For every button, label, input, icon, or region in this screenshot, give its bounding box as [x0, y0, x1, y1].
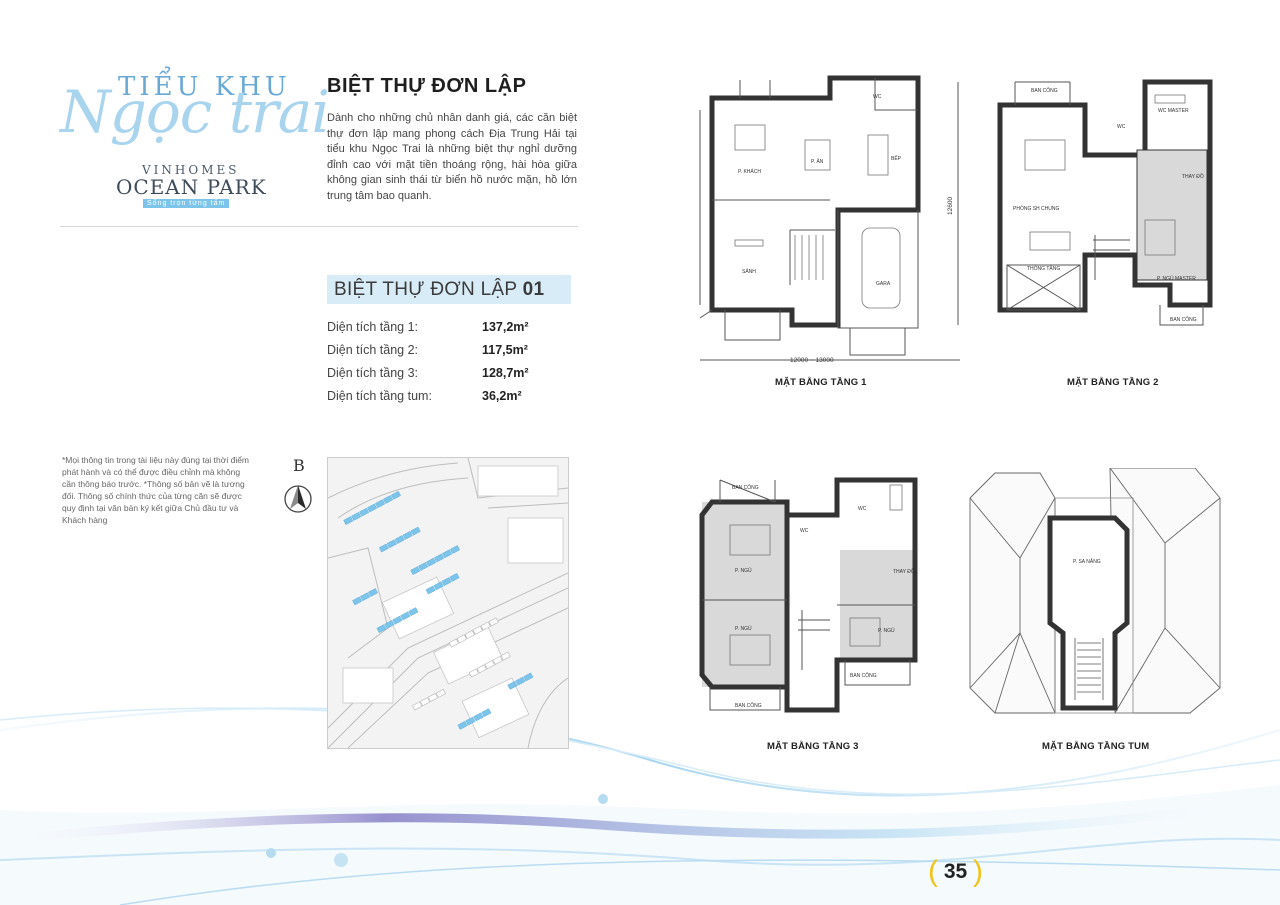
page-title: BIỆT THỰ ĐƠN LẬP [327, 75, 527, 97]
disclaimer-note: *Mọi thông tin trong tài liệu này đúng t… [62, 455, 250, 525]
model-badge: BIỆT THỰ ĐƠN LẬP 01 [327, 275, 571, 304]
logo-ocean-park: OCEAN PARK [116, 175, 267, 199]
area-label: Diện tích tầng 2: [327, 343, 419, 357]
svg-text:P. NGỦ: P. NGỦ [735, 625, 752, 632]
plan-caption-3: MẶT BẰNG TẦNG 3 [767, 741, 859, 752]
svg-text:THAY ĐỒ: THAY ĐỒ [893, 568, 915, 575]
bracket-right: ) [973, 855, 984, 888]
compass-north-letter: B [293, 456, 305, 475]
dim-width: 12000 ~ 13000 [790, 357, 834, 364]
area-value: 128,7m² [482, 366, 529, 380]
area-value: 117,5m² [482, 343, 528, 357]
svg-text:BAN CÔNG: BAN CÔNG [732, 484, 759, 491]
svg-text:WC: WC [858, 506, 867, 512]
svg-text:WC: WC [800, 528, 809, 534]
svg-text:GARA: GARA [876, 281, 891, 287]
intro-paragraph: Dành cho những chủ nhân danh giá, các că… [327, 112, 577, 202]
logo-vinhomes: VINHOMES [142, 163, 240, 177]
svg-text:P. NGỦ MASTER: P. NGỦ MASTER [1157, 275, 1196, 282]
site-map [327, 457, 569, 749]
svg-text:P. NGỦ: P. NGỦ [735, 567, 752, 574]
decorative-waves [0, 707, 1280, 905]
svg-text:BẾP: BẾP [891, 155, 902, 162]
svg-text:THÔNG TẦNG: THÔNG TẦNG [1027, 265, 1060, 272]
floor-plan-3: BAN CÔNG WC WC P. NGỦ THAY ĐỒ P. NGỦ P. … [699, 477, 918, 713]
svg-text:P. NGỦ: P. NGỦ [878, 627, 895, 634]
svg-text:P. KHÁCH: P. KHÁCH [738, 168, 761, 175]
svg-text:WC MASTER: WC MASTER [1158, 108, 1189, 114]
dim-height: 12600 [947, 197, 954, 215]
divider [60, 226, 578, 227]
svg-text:BAN CÔNG: BAN CÔNG [850, 672, 877, 679]
floor-plan-1: WC P. KHÁCH P. ĂN BẾP SẢNH GARA 12000 ~ … [699, 75, 960, 364]
logo-tieu-khu: TIỂU KHU [118, 72, 291, 102]
model-prefix: BIỆT THỰ ĐƠN LẬP [334, 279, 518, 300]
site-map-drawing [328, 458, 568, 748]
bracket-left: ( [928, 855, 938, 888]
svg-text:SẢNH: SẢNH [742, 268, 756, 275]
area-label: Diện tích tầng 1: [327, 320, 419, 334]
logo-slogan: Sống trọn từng tấm [143, 199, 230, 208]
svg-text:BAN CÔNG: BAN CÔNG [735, 702, 762, 709]
svg-text:WC: WC [873, 94, 882, 100]
model-number: 01 [522, 279, 545, 300]
plan-caption-2: MẶT BẰNG TẦNG 2 [1067, 377, 1159, 388]
svg-text:PHÒNG SH CHUNG: PHÒNG SH CHUNG [1013, 205, 1060, 212]
area-value: 36,2m² [482, 389, 522, 403]
area-label: Diện tích tầng 3: [327, 366, 419, 380]
plan-caption-tum: MẶT BẰNG TẦNG TUM [1042, 741, 1150, 752]
page-number-value: 35 [943, 860, 968, 883]
svg-text:THAY ĐỒ: THAY ĐỒ [1182, 173, 1204, 180]
area-label: Diện tích tầng tum: [327, 389, 432, 403]
floor-plan-2: BAN CÔNG WC MASTER WC PHÒNG SH CHUNG THA… [997, 79, 1213, 326]
svg-text:BAN CÔNG: BAN CÔNG [1170, 316, 1197, 323]
page-number: ( 35 ) [928, 852, 984, 888]
svg-text:BAN CÔNG: BAN CÔNG [1031, 87, 1058, 94]
compass-arrow-icon [284, 485, 312, 513]
logo-ngoc-trai: Ngọc trai [60, 78, 330, 146]
svg-text:WC: WC [1117, 124, 1126, 130]
plan-caption-1: MẶT BẰNG TẦNG 1 [775, 377, 867, 388]
svg-text:P. SA NĂNG: P. SA NĂNG [1073, 558, 1101, 565]
area-value: 137,2m² [482, 320, 529, 334]
floor-plan-tum: P. SA NĂNG [969, 468, 1221, 714]
svg-text:P. ĂN: P. ĂN [811, 158, 824, 165]
